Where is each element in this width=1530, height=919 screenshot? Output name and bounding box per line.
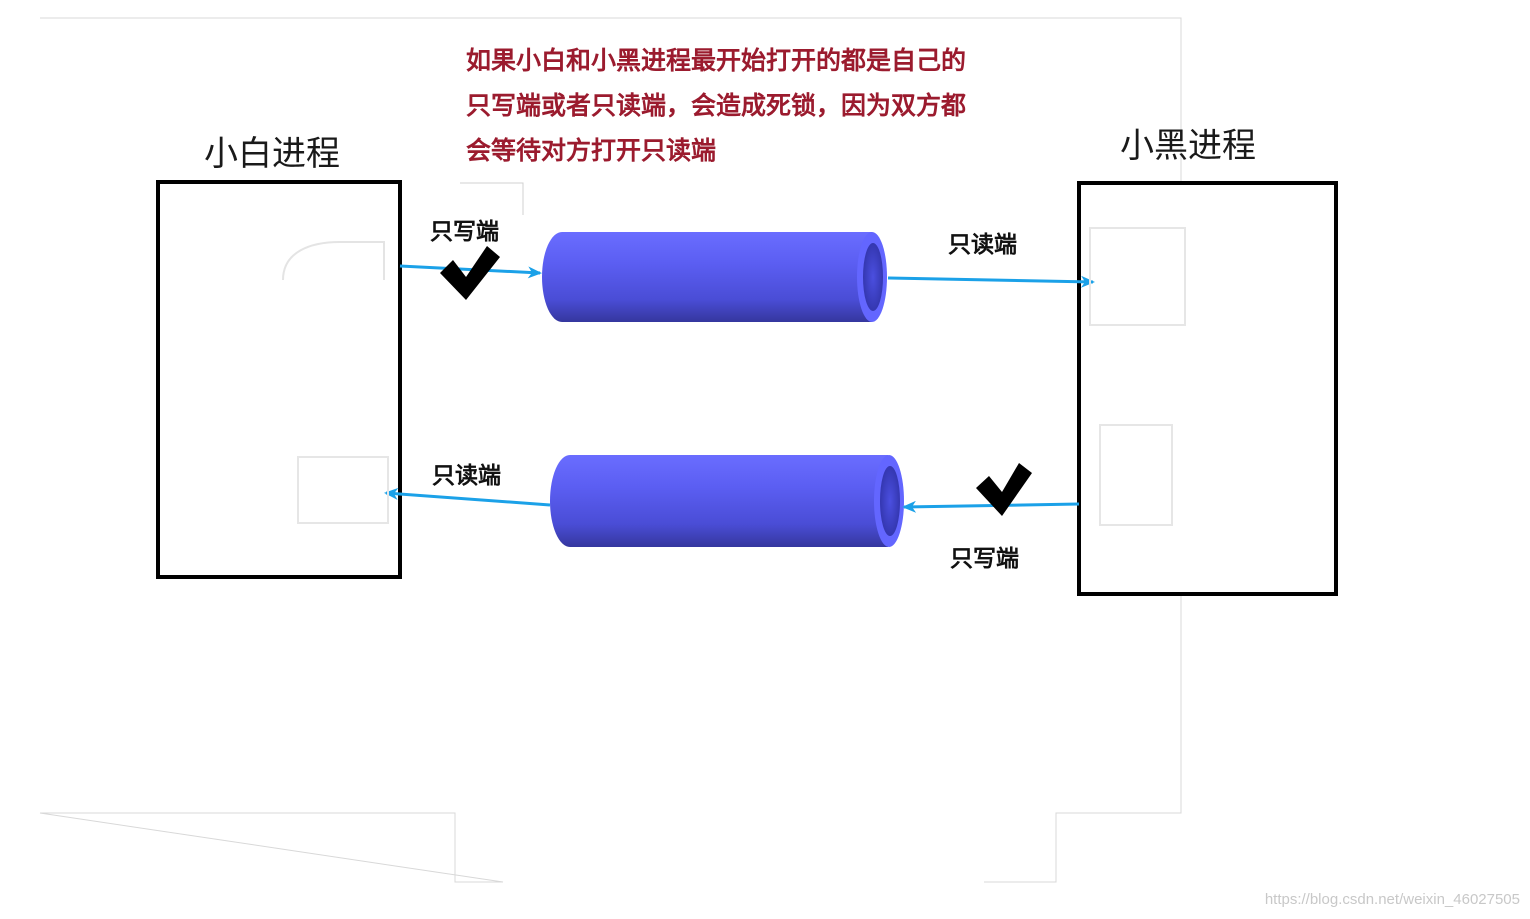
deadlock-note-line-3: 会等待对方打开只读端 [466,136,717,165]
bottom-pipe-read-end-label: 只读端 [432,463,501,489]
arrow-bottom-pipe-to-left-process [384,487,551,507]
ghost-shape-left-bottom [297,456,389,524]
bottom-pipe-write-end-label: 只写端 [950,546,1019,572]
watermark: https://blog.csdn.net/weixin_46027505 [1264,891,1520,908]
background-frame [39,17,1182,883]
background-frame-corner [460,182,524,215]
ghost-shape-right-top [1089,227,1186,326]
ghost-shape-right-bottom [1099,424,1173,526]
deadlock-note-line-1: 如果小白和小黑进程最开始打开的都是自己的 [466,46,967,75]
arrow-right-process-to-bottom-pipe [902,500,1080,513]
process-box-left [156,180,402,579]
arrow-top-pipe-to-right-process [887,275,1095,288]
top-pipe-write-end-label: 只写端 [430,219,499,245]
deadlock-note-line-2: 只写端或者只读端，会造成死锁，因为双方都 [466,91,967,120]
check-mark-icon-bottom [976,463,1032,516]
ghost-shape-left-top [282,241,385,281]
top-pipe-read-end-label: 只读端 [948,232,1017,258]
arrow-left-process-to-top-pipe [399,264,542,279]
check-mark-icon-top [440,246,500,300]
process-left-title: 小白进程 [204,134,340,174]
process-right-title: 小黑进程 [1120,126,1256,166]
pipe-bottom [550,455,904,547]
process-box-right [1077,181,1338,596]
deadlock-note: 如果小白和小黑进程最开始打开的都是自己的 只写端或者只读端，会造成死锁，因为双方… [466,38,966,173]
pipe-top [542,232,887,322]
